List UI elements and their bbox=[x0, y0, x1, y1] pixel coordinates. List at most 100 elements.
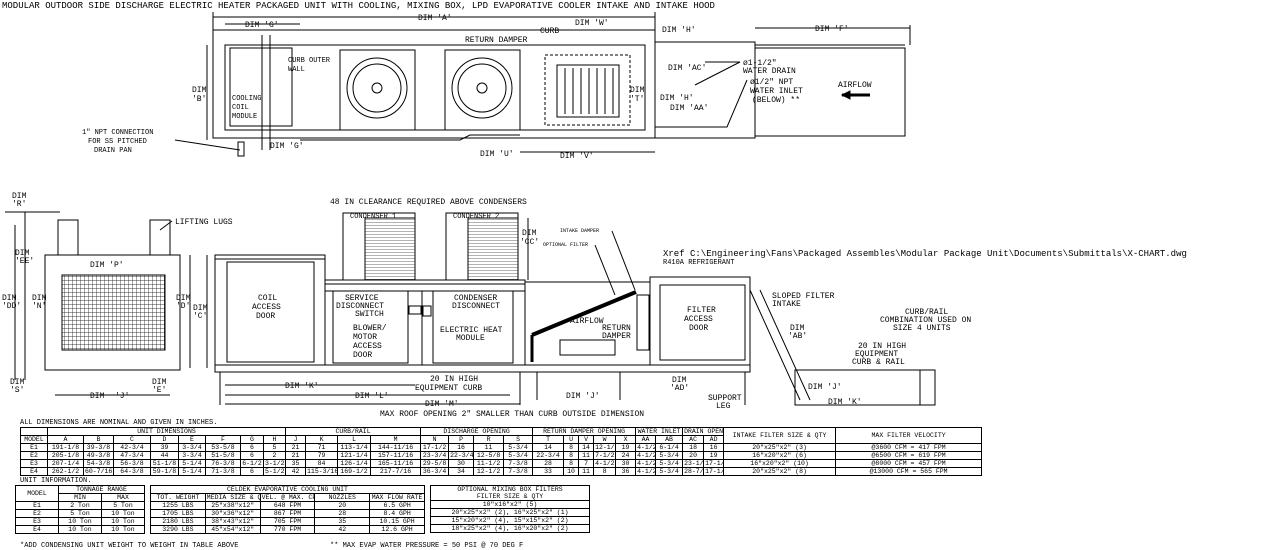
table-cell: 770 FPM bbox=[259, 525, 316, 534]
table-cell: 207-1/4 bbox=[47, 459, 84, 468]
elevation-airflow-label: AIRFLOW bbox=[570, 317, 604, 326]
table-cell: 5 Ton bbox=[58, 509, 102, 518]
curb-label: CURB bbox=[540, 27, 559, 36]
table-cell: 71-3/8 bbox=[205, 467, 241, 476]
table-cell: 5 Ton bbox=[101, 501, 145, 510]
column-header: VEL. @ MAX. CFM bbox=[259, 493, 316, 502]
table-row: 15"x20"x2" (4), 15"x15"x2" (2) bbox=[430, 516, 590, 525]
end-view: DIM'R' DIM'EE' DIM'DD' DIM'N' LIFTING LU… bbox=[2, 192, 233, 401]
table-cell: 1255 LBS bbox=[150, 501, 206, 510]
table-cell: 191-1/8 bbox=[47, 443, 84, 452]
table-cell: 5-1/4 bbox=[178, 459, 206, 468]
table-cell: 38"x43"x12" bbox=[204, 517, 261, 526]
table-cell: 56-3/8 bbox=[113, 459, 151, 468]
column-header: E bbox=[178, 435, 206, 444]
table-cell: 3-3/4 bbox=[178, 451, 206, 460]
table-cell: 2180 LBS bbox=[150, 517, 206, 526]
table-cell: 39-3/8 bbox=[83, 443, 114, 452]
dim-a-label: DIM 'A' bbox=[418, 14, 452, 23]
header-row: CELDEK EVAPORATIVE COOLING UNIT bbox=[150, 485, 425, 494]
table-cell: @8000 CFM = 457 FPM bbox=[835, 459, 983, 468]
table-cell: 115-3/16 bbox=[305, 467, 339, 476]
table-cell: 20"x25"x2" (2), 16"x25"x2" (1) bbox=[430, 508, 590, 517]
table-cell: 10 Ton bbox=[101, 517, 145, 526]
rail-dim-k-label: DIM 'K' bbox=[828, 398, 862, 407]
blank-cell bbox=[20, 427, 48, 436]
table-cell: 49-3/8 bbox=[83, 451, 114, 460]
table-cell: 10 Ton bbox=[101, 509, 145, 518]
table-cell: 76-3/8 bbox=[205, 459, 241, 468]
table-row: 10"x16"x2" (5) bbox=[430, 500, 590, 509]
dim-n-label: DIM'N' bbox=[32, 294, 47, 311]
table-cell: @3600 CFM = 417 FPM bbox=[835, 443, 983, 452]
column-header: M bbox=[370, 435, 422, 444]
table-cell: E1 bbox=[15, 501, 59, 510]
footnote-2: ** MAX EVAP WATER PRESSURE = 50 PSI @ 70… bbox=[330, 542, 524, 550]
footnote-1: *ADD CONDENSING UNIT WEIGHT TO WEIGHT IN… bbox=[20, 542, 239, 550]
table-cell: @13000 CFM = 565 FPM bbox=[835, 467, 983, 476]
column-header: AC bbox=[682, 435, 705, 444]
table-cell: 6 bbox=[240, 443, 264, 452]
table-cell: E1 bbox=[20, 443, 48, 452]
table-cell: 8 bbox=[563, 459, 580, 468]
table-cell: 19 bbox=[703, 451, 725, 460]
column-header: T bbox=[532, 435, 565, 444]
xref-label: Xref C:\Engineering\Fans\Packaged Assemb… bbox=[663, 249, 1187, 259]
table-cell: 262-1/2 bbox=[47, 467, 84, 476]
dim-d-label: DIM'D' bbox=[176, 294, 191, 311]
column-header: B bbox=[83, 435, 114, 444]
table-cell: 51-1/8 bbox=[150, 459, 179, 468]
dim-j-end-label-2: 'J' bbox=[115, 392, 129, 401]
table-cell: 8 bbox=[563, 443, 580, 452]
dim-g-bottom-label: DIM 'G' bbox=[270, 142, 304, 151]
max-roof-label: MAX ROOF OPENING 2" SMALLER THAN CURB OU… bbox=[380, 410, 644, 419]
header-row: FILTER SIZE & QTY bbox=[430, 493, 590, 501]
table-cell: 4-1/2 bbox=[635, 459, 657, 468]
table-cell: 4-1/2 bbox=[635, 443, 657, 452]
column-header: A bbox=[47, 435, 84, 444]
table-cell: E4 bbox=[20, 467, 48, 476]
table-cell: 79 bbox=[305, 451, 339, 460]
table-cell: 20 bbox=[314, 501, 371, 510]
column-header: AB bbox=[655, 435, 684, 444]
table-cell: 42-3/4 bbox=[113, 443, 151, 452]
table-cell: 36-3/4 bbox=[420, 467, 450, 476]
table-cell: 20"x25"x2" (8) bbox=[723, 467, 837, 476]
column-header: H bbox=[262, 435, 287, 444]
column-header: D bbox=[150, 435, 179, 444]
table-cell: 33 bbox=[532, 467, 565, 476]
table-cell: 7-3/8 bbox=[503, 459, 534, 468]
table-cell: 5-3/4 bbox=[655, 467, 684, 476]
table-cell: E3 bbox=[20, 459, 48, 468]
max-velocity-header: MAX FILTER VELOCITY bbox=[835, 427, 983, 444]
table-cell: E2 bbox=[20, 451, 48, 460]
dim-l-label: DIM 'L' bbox=[355, 392, 389, 401]
table-cell: 20 bbox=[682, 451, 705, 460]
table-cell: 5-3/4 bbox=[503, 451, 534, 460]
table-cell: 11 bbox=[473, 443, 505, 452]
table-cell: 51-5/8 bbox=[205, 451, 241, 460]
table-cell: 6 bbox=[240, 467, 264, 476]
dim-cc-label: DIM'CC' bbox=[520, 229, 539, 247]
filters-title: OPTIONAL MIXING BOX FILTERS bbox=[430, 485, 590, 493]
filters-title: FILTER SIZE & QTY bbox=[430, 493, 590, 501]
table-cell: 113-1/4 bbox=[337, 443, 372, 452]
table-cell: 3-1/2 bbox=[262, 459, 287, 468]
column-header: AA bbox=[635, 435, 657, 444]
table-cell: 42 bbox=[314, 525, 371, 534]
table-cell: 14 bbox=[532, 443, 565, 452]
column-header: K bbox=[305, 435, 339, 444]
column-header: U bbox=[563, 435, 580, 444]
column-header: S bbox=[503, 435, 534, 444]
table-cell: @6500 CFM = 619 FPM bbox=[835, 451, 983, 460]
table-cell: 3-3/4 bbox=[178, 443, 206, 452]
table-cell: 4-1/2 bbox=[593, 459, 617, 468]
dim-w-label: DIM 'W' bbox=[575, 19, 609, 28]
